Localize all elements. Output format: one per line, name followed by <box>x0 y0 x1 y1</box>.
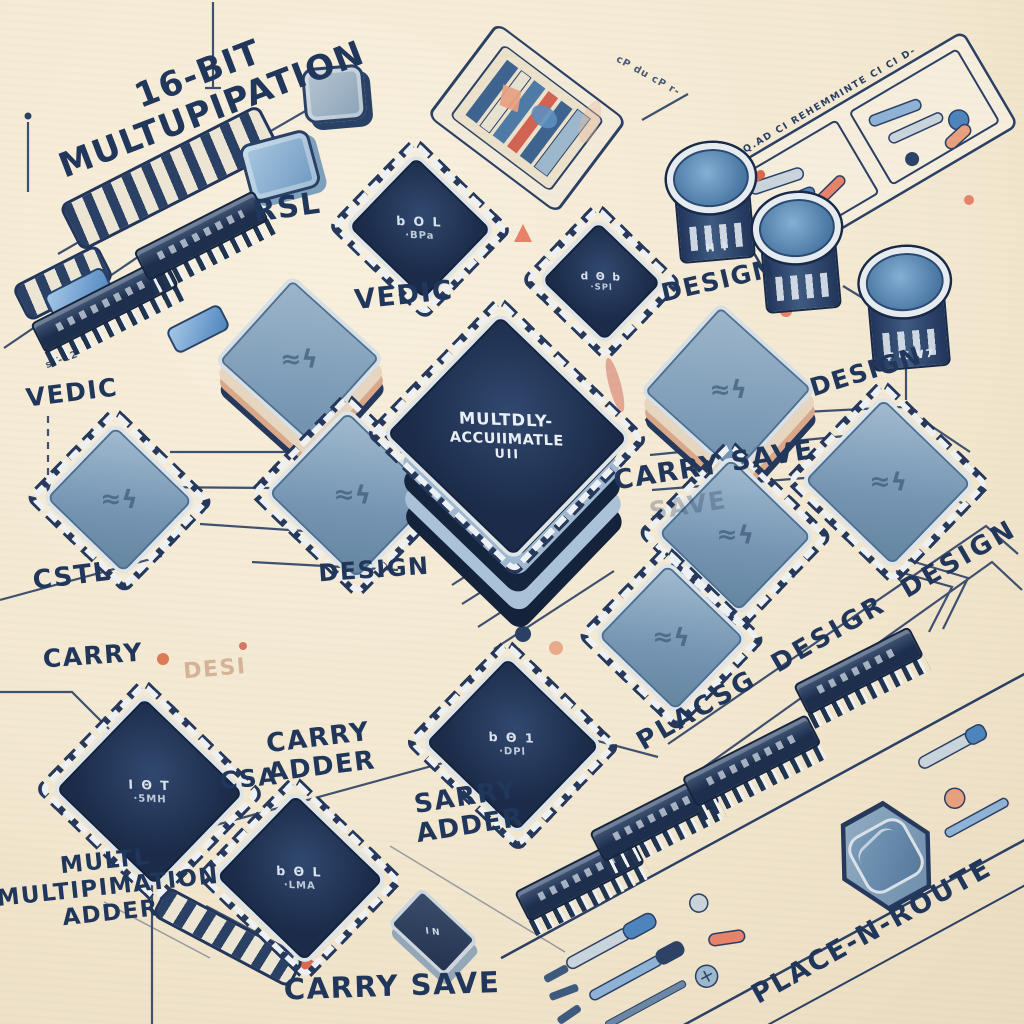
chip-marking: b Θ L·LMA <box>276 864 324 892</box>
chip-marking: b Θ 1·DPl <box>488 730 536 758</box>
mac-unit-stack: MULTDLY- ACCUIIMATLE UII <box>365 294 649 578</box>
capacitor: H I <box>664 139 762 265</box>
capacitor-stripes <box>775 272 829 302</box>
parts-tray <box>430 26 624 210</box>
chip-logo-squiggle: ≈ϟ <box>332 479 372 511</box>
plate-marking: I N <box>425 926 441 938</box>
chip-logo-squiggle: ≈ϟ <box>715 519 755 551</box>
chip-marking: d Θ b·SPl <box>580 269 623 293</box>
label-carry-save-bottom: CARRY SAVE <box>283 964 501 1007</box>
chip-marking: I Θ T·5MH <box>127 777 171 806</box>
chip-marking: b O L·BPa <box>396 214 444 242</box>
trace-node-dot <box>24 112 32 120</box>
tool-band-bottom-right <box>500 670 1024 1024</box>
capacitor <box>750 189 848 315</box>
label-csa: CSA <box>218 762 280 796</box>
mac-unit-label: MULTDLY- ACCUIIMATLE UII <box>449 408 565 462</box>
arrowhead-down <box>44 480 52 494</box>
chip-logo-squiggle: ≈ϟ <box>279 345 320 374</box>
chip-logo-squiggle: ≈ϟ <box>652 622 691 653</box>
chip-logo-squiggle: ≈ϟ <box>868 466 908 498</box>
chip-logo-squiggle: ≈ϟ <box>100 484 139 515</box>
chip-logo-squiggle: ≈ϟ <box>708 375 748 405</box>
